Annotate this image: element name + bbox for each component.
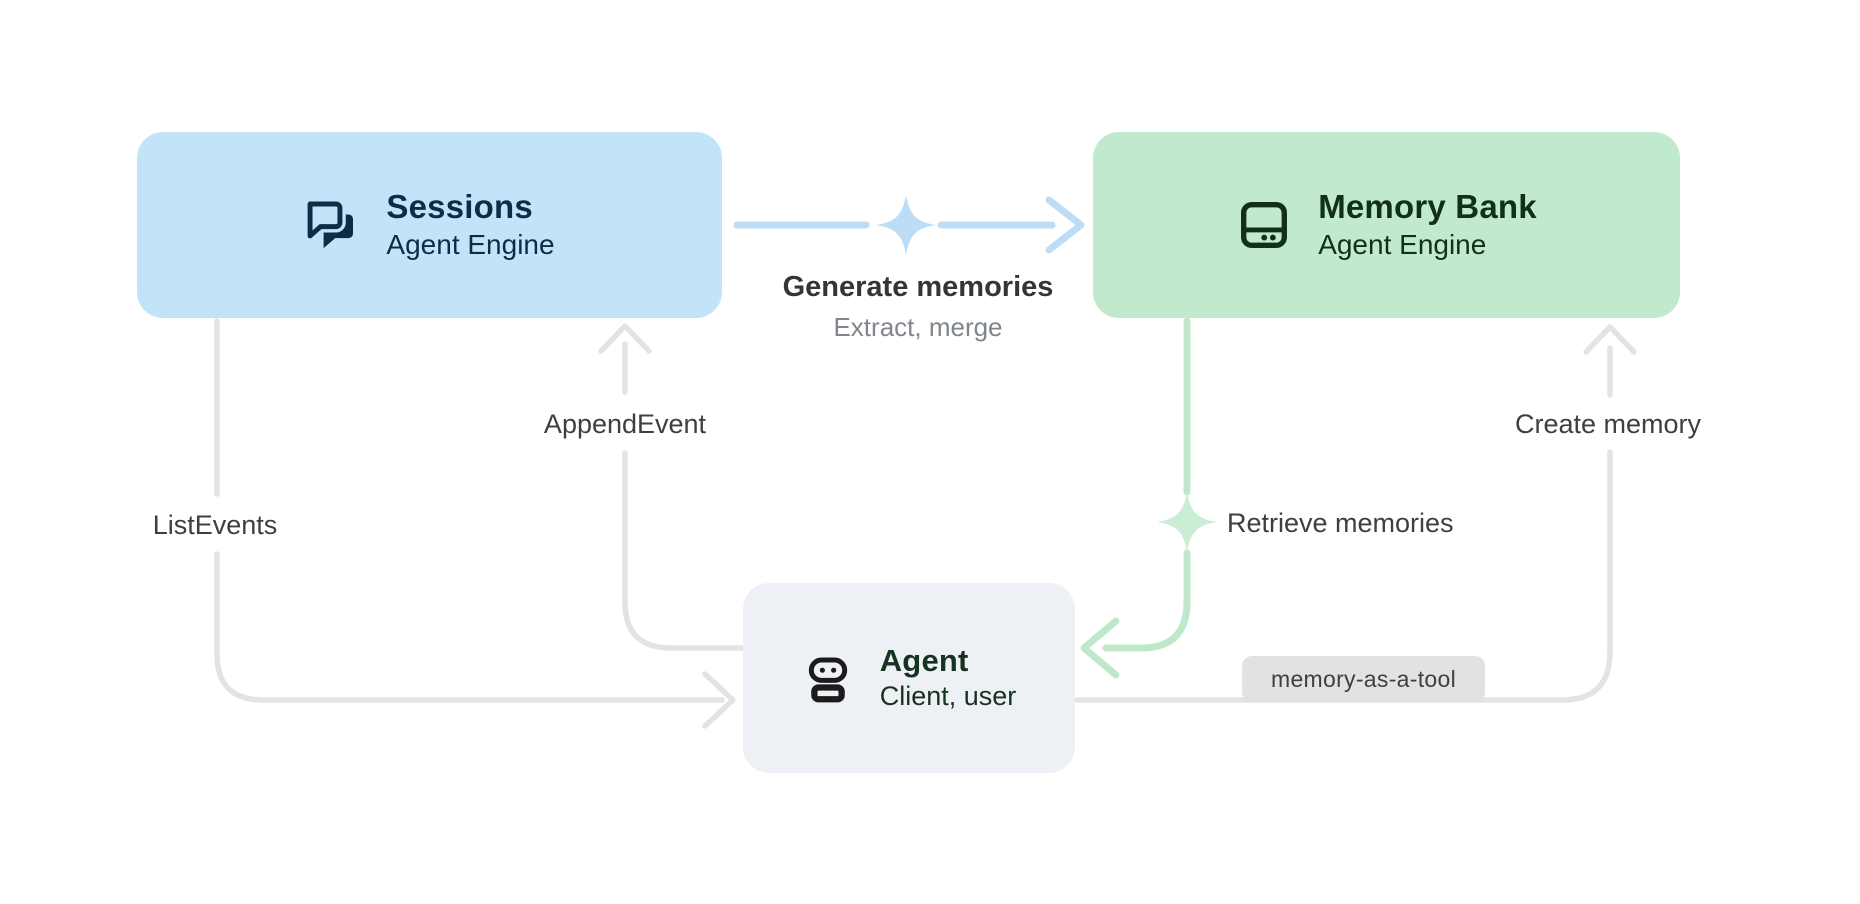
- arrow-list-events: [214, 318, 736, 729]
- node-title: Sessions: [386, 187, 533, 225]
- node-title: Agent: [879, 642, 969, 678]
- node-sessions: Sessions Agent Engine: [137, 132, 722, 318]
- node-memory-bank: Memory Bank Agent Engine: [1093, 132, 1680, 318]
- arrow-generate-memories: [733, 196, 1085, 254]
- node-agent: Agent Client, user: [743, 583, 1075, 773]
- sparkle-icon: [1157, 492, 1217, 552]
- edge-label-retrieve-memories: Retrieve memories: [1227, 508, 1454, 538]
- edge-label-list-events: ListEvents: [152, 510, 278, 540]
- arrow-create-memory: [1074, 324, 1637, 703]
- edge-label-generate-memories: Generate memories: [782, 271, 1054, 303]
- sparkle-icon: [876, 195, 936, 255]
- node-subtitle: Agent Engine: [1318, 228, 1487, 260]
- arrow-retrieve-memories: [1080, 317, 1191, 679]
- edge-sublabel-extract-merge: Extract, merge: [833, 312, 1003, 342]
- memory-as-a-tool-badge: memory-as-a-tool: [1242, 656, 1485, 702]
- edge-label-create-memory: Create memory: [1514, 409, 1702, 439]
- arrow-append-event: [598, 323, 744, 651]
- node-title: Memory Bank: [1318, 187, 1537, 225]
- robot-icon: [802, 652, 854, 704]
- storage-card-icon: [1236, 197, 1292, 253]
- node-subtitle: Agent Engine: [386, 228, 555, 260]
- edge-label-append-event: AppendEvent: [543, 409, 707, 439]
- chat-bubbles-icon: [304, 197, 360, 253]
- node-subtitle: Client, user: [879, 681, 1017, 712]
